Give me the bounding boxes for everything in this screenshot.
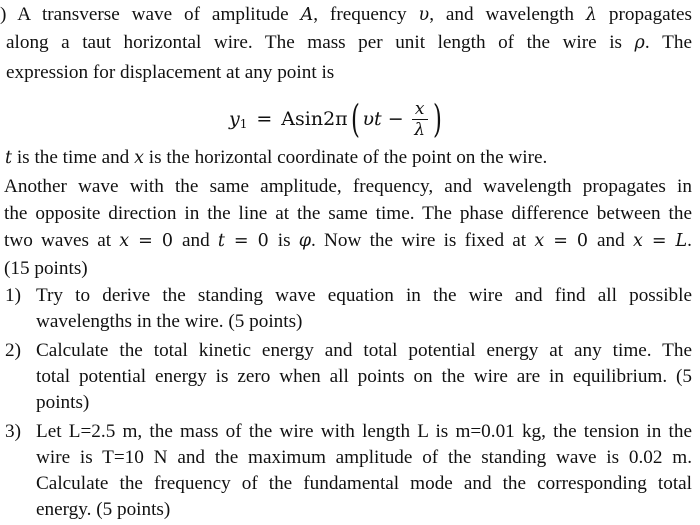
x-symbol: x [119, 231, 130, 251]
intro-line-2: along a taut horizontal wire. The mass p… [6, 30, 692, 56]
density-symbol: ρ [634, 33, 645, 53]
q3-line: energy. (5 points) [36, 499, 171, 520]
x-symbol-3: x [632, 231, 643, 251]
q3-number: 3) [5, 421, 21, 442]
eq-L: = [642, 231, 676, 251]
eq-equals: = [256, 108, 273, 130]
t-symbol: t [217, 231, 225, 251]
eq-denominator: λ [414, 119, 425, 140]
length-symbol: L [675, 231, 688, 251]
fraction-bar [411, 118, 428, 120]
para2-line-2: the opposite direction in the line at th… [4, 201, 692, 227]
para2-text: Another wave with the same amplitude, fr… [4, 176, 692, 197]
q3-line: wire is T=10 N and the maximum amplitude… [36, 447, 692, 468]
q2-line: points) [36, 392, 90, 413]
frequency-symbol: υ [418, 5, 430, 25]
intro-text: along a taut horizontal wire. The mass p… [6, 32, 635, 53]
eq-zero: = 0 [129, 231, 182, 251]
left-paren: ( [350, 97, 360, 141]
q2-line: Calculate the total kinetic energy and t… [36, 340, 692, 361]
intro-line-1: ) A transverse wave of amplitude A, freq… [0, 2, 692, 28]
x-symbol-2: x [534, 231, 545, 251]
q1-text: Try to derive the standing wave equation… [36, 283, 692, 335]
q3-line: Let L=2.5 m, the mass of the wire with l… [36, 421, 692, 442]
intro-line-3: expression for displacement at any point… [6, 60, 334, 86]
eq-zero-3: = 0 [544, 231, 598, 251]
eq-numerator: x [414, 98, 425, 119]
intro-text-3: , and wavelength [429, 4, 586, 25]
eq-inner: υt [362, 108, 382, 130]
q3-text: Let L=2.5 m, the mass of the wire with l… [36, 419, 692, 523]
eq-lhs: y [229, 108, 240, 130]
intro-text: expression for displacement at any point… [6, 62, 335, 83]
time-symbol: t [5, 148, 13, 168]
eq-zero-2: = 0 [224, 231, 278, 251]
amplitude-symbol: A [300, 5, 314, 25]
q2-text: Calculate the total kinetic energy and t… [36, 338, 692, 416]
total-points-text: (15 points) [4, 258, 88, 279]
intro-text-2: , frequency [313, 4, 419, 25]
desc-text: is the time and [12, 147, 135, 168]
eq-subscript: 1 [239, 117, 248, 131]
intro-text-4: propagates [596, 4, 692, 25]
desc-text-end: is the horizontal coordinate of the poin… [143, 147, 548, 168]
para2-text: two waves at [4, 230, 120, 251]
q2-number: 2) [5, 340, 21, 361]
q3-line: Calculate the frequency of the fundament… [36, 473, 692, 494]
right-paren: ) [432, 97, 442, 141]
fixed-text: . Now the wire is fixed at [311, 230, 535, 251]
eq-fraction: x λ [411, 98, 428, 140]
wavelength-symbol: λ [585, 5, 597, 25]
para2-line-3: two waves at x = 0 and t = 0 is φ. Now t… [4, 228, 692, 254]
intro-text-5: . The [644, 32, 692, 53]
eq-minus: − [387, 108, 404, 130]
total-points: (15 points) [4, 256, 88, 282]
coordinate-symbol: x [134, 148, 144, 168]
period: . [687, 230, 692, 251]
q2-line: total potential energy is zero when all … [36, 366, 692, 387]
is-text: is [277, 230, 299, 251]
eq-func: Asin2π [281, 108, 348, 130]
intro-text: ) A transverse wave of amplitude [0, 4, 301, 25]
desc-line: t is the time and x is the horizontal co… [5, 145, 547, 171]
q1-line: wavelengths in the wire. (5 points) [36, 311, 303, 332]
q1-line: Try to derive the standing wave equation… [36, 285, 692, 306]
para2-text: the opposite direction in the line at th… [4, 203, 692, 224]
and-text-2: and [597, 230, 633, 251]
para2-line-1: Another wave with the same amplitude, fr… [4, 174, 692, 200]
q1-number: 1) [5, 285, 21, 306]
phase-symbol: φ [298, 231, 312, 251]
and-text: and [181, 230, 218, 251]
